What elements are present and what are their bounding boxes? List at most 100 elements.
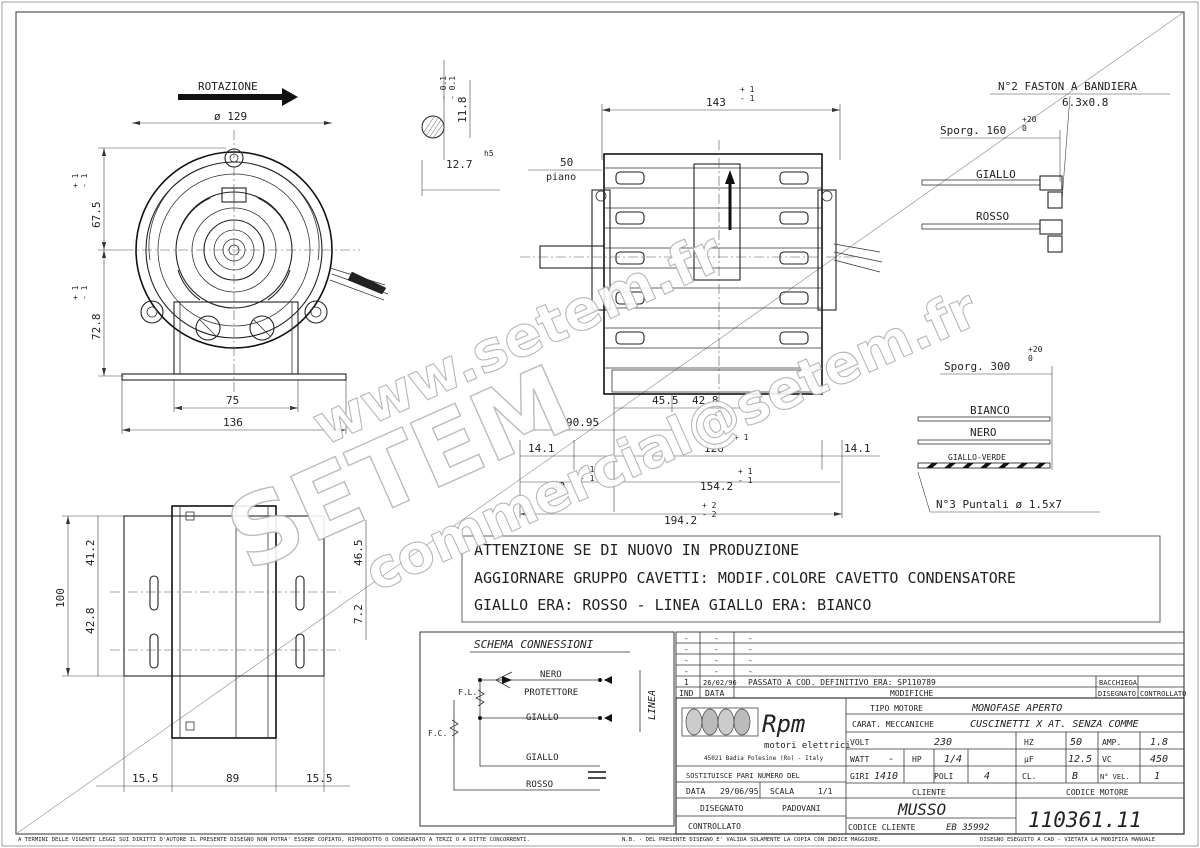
dim-41-2: 41.2 — [84, 540, 97, 567]
schema-fl: F.L. — [458, 688, 477, 697]
schema-title: SCHEMA CONNESSIONI — [474, 638, 594, 651]
rev-row-1-desc: - — [748, 634, 753, 643]
shaft-fit-h5: h5 — [484, 149, 494, 158]
dim-15-5-left: 15.5 — [132, 772, 159, 785]
schema-fc: F.C. — [428, 729, 447, 738]
dim-14-1-right: 14.1 — [844, 442, 871, 455]
uf-label: µF — [1024, 755, 1034, 764]
rev-header-data: DATA — [705, 689, 724, 698]
dim-143-tol: + 1- 1 — [740, 85, 755, 103]
dim-base-75: 75 — [226, 394, 239, 407]
wire-giallo: GIALLO — [976, 168, 1016, 181]
rev-row-3-desc: - — [748, 656, 753, 665]
rev-header-disegnato: DISEGNATO — [1098, 690, 1136, 698]
front-view: ROTAZIONE ø 129 — [71, 80, 389, 434]
dim-15-5-right: 15.5 — [306, 772, 333, 785]
shaft-dim-11-8: 11.8 — [456, 97, 469, 124]
company-address: 45021 Badia Polesine (Ro) - Italy — [704, 755, 824, 762]
carat-meccaniche-label: CARAT. MECCANICHE — [852, 720, 934, 729]
vc-label: VC — [1102, 755, 1112, 764]
hz-value: 50 — [1070, 737, 1082, 748]
poli-label: POLI — [934, 772, 953, 781]
dim-14-1-left: 14.1 — [528, 442, 555, 455]
codice-cliente-label: CODICE CLIENTE — [848, 823, 916, 832]
dim-90-95: 90.95 — [566, 416, 599, 429]
tipo-motore-value: MONOFASE APERTO — [971, 703, 1062, 714]
dim-46-5: 46.5 — [352, 540, 365, 567]
watt-label: WATT — [850, 755, 869, 764]
hz-label: HZ — [1024, 738, 1034, 747]
rotation-label: ROTAZIONE — [198, 80, 258, 93]
rev-row-3-ind: - — [684, 656, 689, 665]
notice-box: ATTENZIONE SE DI NUOVO IN PRODUZIONE AGG… — [461, 535, 1161, 623]
footer-copyright: A TERMINI DELLE VIGENTI LEGGI SUI DIRITT… — [18, 837, 530, 843]
notice-line-1: ATTENZIONE SE DI NUOVO IN PRODUZIONE — [474, 541, 799, 559]
codice-motore-value: 110361.11 — [1028, 808, 1142, 832]
schema-linea: LINEA — [647, 690, 658, 720]
rev-row-3-data: - — [714, 656, 719, 665]
dim-height-67-5: 67.5 — [90, 202, 103, 229]
uf-value: 12.5 — [1068, 754, 1092, 765]
carat-meccaniche-value: CUSCINETTI X AT. SENZA COMME — [970, 719, 1139, 730]
rev-row-2-ind: - — [684, 645, 689, 654]
shaft-note-piano: piano — [546, 172, 576, 183]
controllato-label: CONTROLLATO — [688, 822, 741, 831]
rev-header-ind: IND — [679, 689, 694, 698]
dim-shaft-50: 50 — [560, 156, 573, 169]
faston-size: 6.3x0.8 — [1062, 96, 1108, 109]
connection-schema: SCHEMA CONNESSIONI NERO PROTETTORE F.L. … — [419, 631, 675, 827]
dim-height-72-8-tol: + 1- 1 — [71, 285, 89, 300]
amp-label: AMP. — [1102, 738, 1121, 747]
cl-label: CL. — [1022, 772, 1036, 781]
volt-value: 230 — [934, 737, 952, 748]
cliente-value: MUSSO — [897, 800, 946, 819]
schema-protettore: PROTETTORE — [524, 688, 578, 698]
watt-value: - — [888, 754, 894, 765]
dim-194-2: 194.2 — [664, 514, 697, 527]
dim-154-2: 154.2 — [700, 480, 733, 493]
shaft-tol: - 0.1- 0.1 — [439, 76, 457, 100]
title-block: Rpm motori elettrici 45021 Badia Polesin… — [675, 697, 1185, 835]
vel-label: N° VEL. — [1100, 773, 1130, 781]
dim-126-tol: + 1 — [734, 433, 749, 442]
dim-42-8-base: 42.8 — [84, 608, 97, 635]
dim-154-2-tol: + 1- 1 — [738, 467, 753, 485]
footer-cad: DISEGNO ESEGUITO A CAD - VIETATA LA MODI… — [980, 837, 1156, 843]
hp-value: 1/4 — [944, 754, 962, 765]
footer-note: N.B. - DEL PRESENTE DISEGNO E' VALIDA SO… — [622, 837, 881, 843]
rev-1-data: 26/02/96 — [703, 679, 737, 687]
giri-label: GIRI — [850, 772, 869, 781]
sheet-frame — [15, 11, 1185, 835]
schema-giallo-2: GIALLO — [526, 753, 559, 763]
volt-label: VOLT — [850, 738, 869, 747]
dim-143: 143 — [706, 96, 726, 109]
vc-value: 450 — [1150, 754, 1168, 765]
sporg-300: Sporg. 300 — [944, 360, 1010, 373]
giri-value: 1410 — [874, 771, 898, 782]
side-view: 143 + 1- 1 50 piano — [519, 85, 883, 527]
wire-nero: NERO — [970, 426, 997, 439]
scala-value: 1/1 — [818, 787, 833, 796]
rev-row-2-data: - — [714, 645, 719, 654]
cancellation-diagonal — [15, 11, 1185, 835]
amp-value: 1.8 — [1150, 737, 1168, 748]
wire-bianco: BIANCO — [970, 404, 1010, 417]
disegnato-label: DISEGNATO — [700, 804, 744, 813]
rpm-logo-icon — [681, 707, 759, 737]
poli-value: 4 — [984, 771, 990, 782]
dim-7-2: 7.2 — [352, 604, 365, 624]
rev-row-1-data: - — [714, 634, 719, 643]
dim-height-72-8: 72.8 — [90, 314, 103, 341]
cliente-label: CLIENTE — [912, 788, 946, 797]
rev-header-modifiche: MODIFICHE — [890, 689, 934, 698]
codice-cliente-value: EB 35992 — [946, 823, 989, 833]
dim-height-67-5-tol: + 1- 1 — [71, 173, 89, 188]
rev-row-2-desc: - — [748, 645, 753, 654]
vel-value: 1 — [1154, 771, 1160, 782]
rev-1-by: BACCHIEGA — [1099, 679, 1138, 687]
disegnato-value: PADOVANI — [782, 804, 821, 813]
notice-line-3: GIALLO ERA: ROSSO - LINEA GIALLO ERA: BI… — [474, 596, 871, 614]
